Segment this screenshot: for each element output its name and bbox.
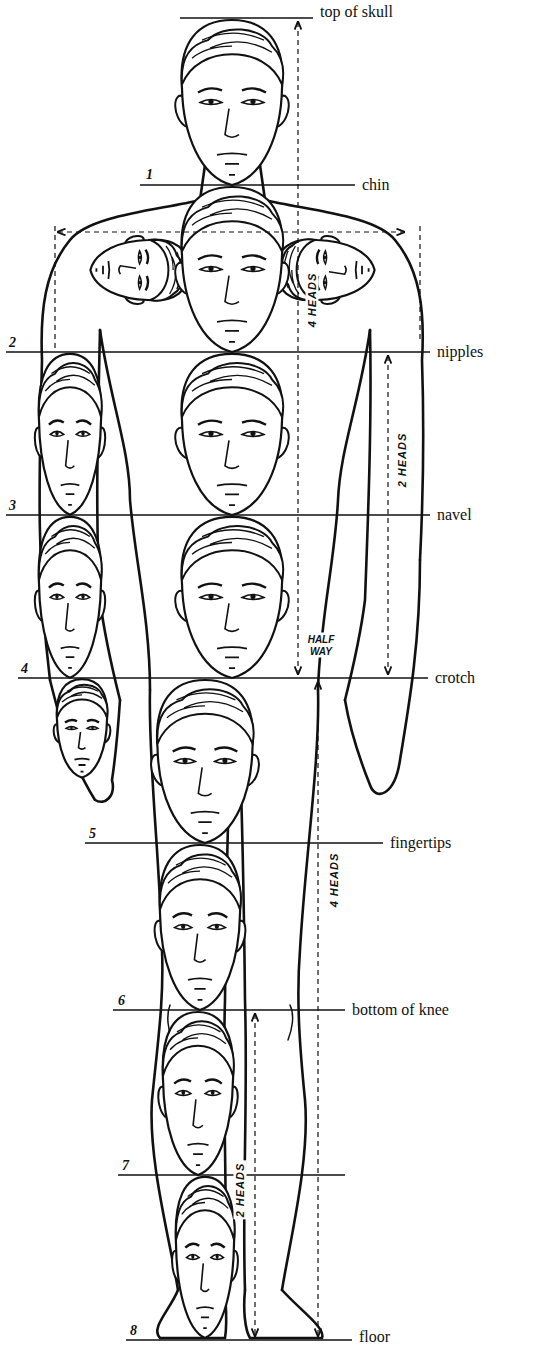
right-leg-outer [282, 690, 318, 1290]
dimension-line [317, 682, 318, 1336]
level-label: floor [357, 1328, 392, 1346]
level-label: navel [435, 506, 474, 524]
level-line [6, 351, 430, 353]
measure-note: HALF WAY [302, 633, 340, 658]
head-units [35, 20, 375, 1338]
head-count-number: 1 [145, 168, 154, 182]
level-label: top of skull [318, 3, 395, 21]
level-line [140, 184, 355, 186]
head-unit [155, 845, 246, 1010]
right-hand [345, 560, 420, 794]
measure-note: 2 HEADS [396, 431, 409, 490]
head-count-number: 6 [117, 994, 126, 1008]
level-line [6, 514, 430, 516]
level-line [118, 1174, 345, 1176]
body-outline [40, 165, 424, 1338]
level-label: chin [360, 176, 392, 194]
torso-left [100, 330, 150, 690]
head-unit [175, 354, 289, 515]
left-hand [50, 680, 120, 802]
head-count-number: 3 [8, 499, 17, 513]
level-label: nipples [435, 343, 485, 361]
measure-note: 4 HEADS [306, 271, 319, 330]
level-lines [6, 18, 430, 1340]
right-foot [244, 1290, 322, 1338]
head-unit [35, 517, 105, 678]
dimension-line [419, 226, 420, 340]
right-outline [260, 165, 423, 560]
level-line [180, 17, 313, 19]
dimension-lines [55, 22, 420, 1336]
head-unit [175, 187, 289, 352]
head-unit [175, 517, 289, 678]
level-line [18, 677, 428, 679]
dimension-line [297, 22, 298, 674]
dimension-line [387, 356, 388, 674]
dimension-line [54, 226, 55, 348]
head-count-number: 5 [88, 827, 97, 841]
head-unit [175, 20, 289, 185]
level-line [113, 1009, 345, 1011]
level-label: bottom of knee [350, 1001, 451, 1019]
head-unit [276, 236, 374, 304]
level-line [126, 1339, 352, 1341]
level-line [85, 842, 383, 844]
head-count-number: 2 [8, 336, 17, 350]
level-label: crotch [433, 669, 477, 687]
head-count-number: 8 [129, 1324, 138, 1338]
head-unit [151, 680, 259, 843]
head-unit [35, 354, 105, 515]
level-label: fingertips [388, 834, 453, 852]
dimension-line [254, 1014, 255, 1336]
dimension-line [58, 231, 404, 232]
measure-note: 4 HEADS [328, 851, 341, 910]
head-unit [172, 1177, 238, 1338]
head-unit [54, 679, 111, 777]
head-count-number: 4 [20, 662, 29, 676]
head-count-number: 7 [121, 1159, 130, 1173]
measure-note: 2 HEADS [234, 1161, 247, 1220]
head-unit [158, 1012, 237, 1175]
head-unit [90, 236, 188, 304]
